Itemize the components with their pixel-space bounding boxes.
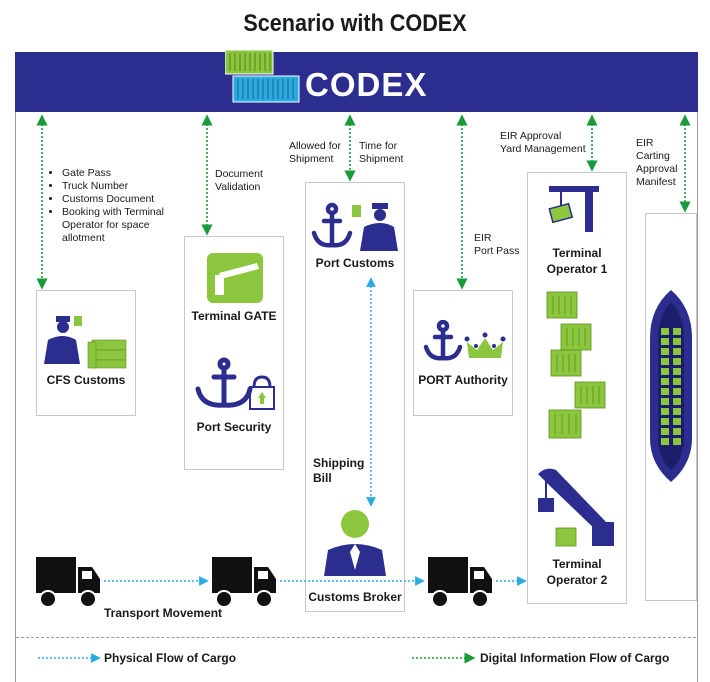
- legend-digital-label: Digital Information Flow of Cargo: [480, 651, 670, 665]
- legend-physical-label: Physical Flow of Cargo: [104, 651, 237, 665]
- cfs-note-item: Booking with Terminal Operator for space…: [62, 206, 192, 245]
- eir-carting-note: EIR Carting Approval Manifest: [636, 137, 678, 188]
- time-for-shipment-note: Time for Shipment: [359, 140, 404, 165]
- allowed-for-shipment-note: Allowed for Shipment: [289, 140, 341, 165]
- truck-icon-2: [212, 557, 278, 609]
- truck-icon-1: [36, 557, 102, 609]
- crane-icon: [545, 180, 607, 234]
- terminal-operator-2-label-line1: Terminal: [552, 557, 602, 571]
- eir-port-pass-note: EIR Port Pass: [474, 232, 520, 257]
- truck-icon-3: [428, 557, 494, 609]
- page-title: Scenario with CODEX: [243, 10, 467, 37]
- cfs-note-item: Truck Number: [62, 180, 192, 193]
- gate-barrier-icon: [207, 253, 263, 303]
- cfs-customs-icon: [40, 312, 132, 370]
- port-security-label: Port Security: [196, 420, 272, 434]
- port-customs-box: [305, 182, 405, 612]
- frame-right: [697, 112, 698, 682]
- port-customs-label: Port Customs: [315, 256, 395, 270]
- document-validation-note: Document Validation: [215, 168, 263, 193]
- port-authority-label: PORT Authority: [418, 373, 508, 387]
- customs-broker-icon: [318, 508, 392, 578]
- cfs-note-list: Gate Pass Truck Number Customs Document …: [50, 167, 192, 245]
- transport-movement-label: Transport Movement: [104, 606, 223, 620]
- container-logo-icon: [225, 44, 305, 108]
- codex-logo-text: CODEX: [305, 66, 428, 103]
- anchor-crown-icon: [423, 320, 507, 364]
- cfs-customs-label: CFS Customs: [46, 373, 126, 387]
- terminal-gate-label: Terminal GATE: [191, 309, 277, 323]
- eir-approval-yard-note: EIR Approval Yard Management: [500, 130, 586, 155]
- legend-divider: [16, 637, 696, 638]
- frame-left: [15, 112, 16, 682]
- shipping-bill-note: Shipping Bill: [313, 456, 365, 485]
- port-customs-icon: [310, 201, 402, 253]
- reach-stacker-icon: [536, 464, 618, 550]
- terminal-operator-1-label-line2: Operator 1: [546, 262, 608, 276]
- cfs-note-item: Customs Document: [62, 193, 192, 206]
- anchor-lock-icon: [190, 357, 280, 412]
- container-stack-icon: [545, 290, 615, 442]
- terminal-operator-2-label-line2: Operator 2: [546, 573, 608, 587]
- codex-banner: [15, 52, 698, 112]
- cfs-note-item: Gate Pass: [62, 167, 192, 180]
- customs-broker-label: Customs Broker: [308, 590, 402, 604]
- ship-icon: [648, 288, 694, 484]
- terminal-operator-1-label-line1: Terminal: [552, 246, 602, 260]
